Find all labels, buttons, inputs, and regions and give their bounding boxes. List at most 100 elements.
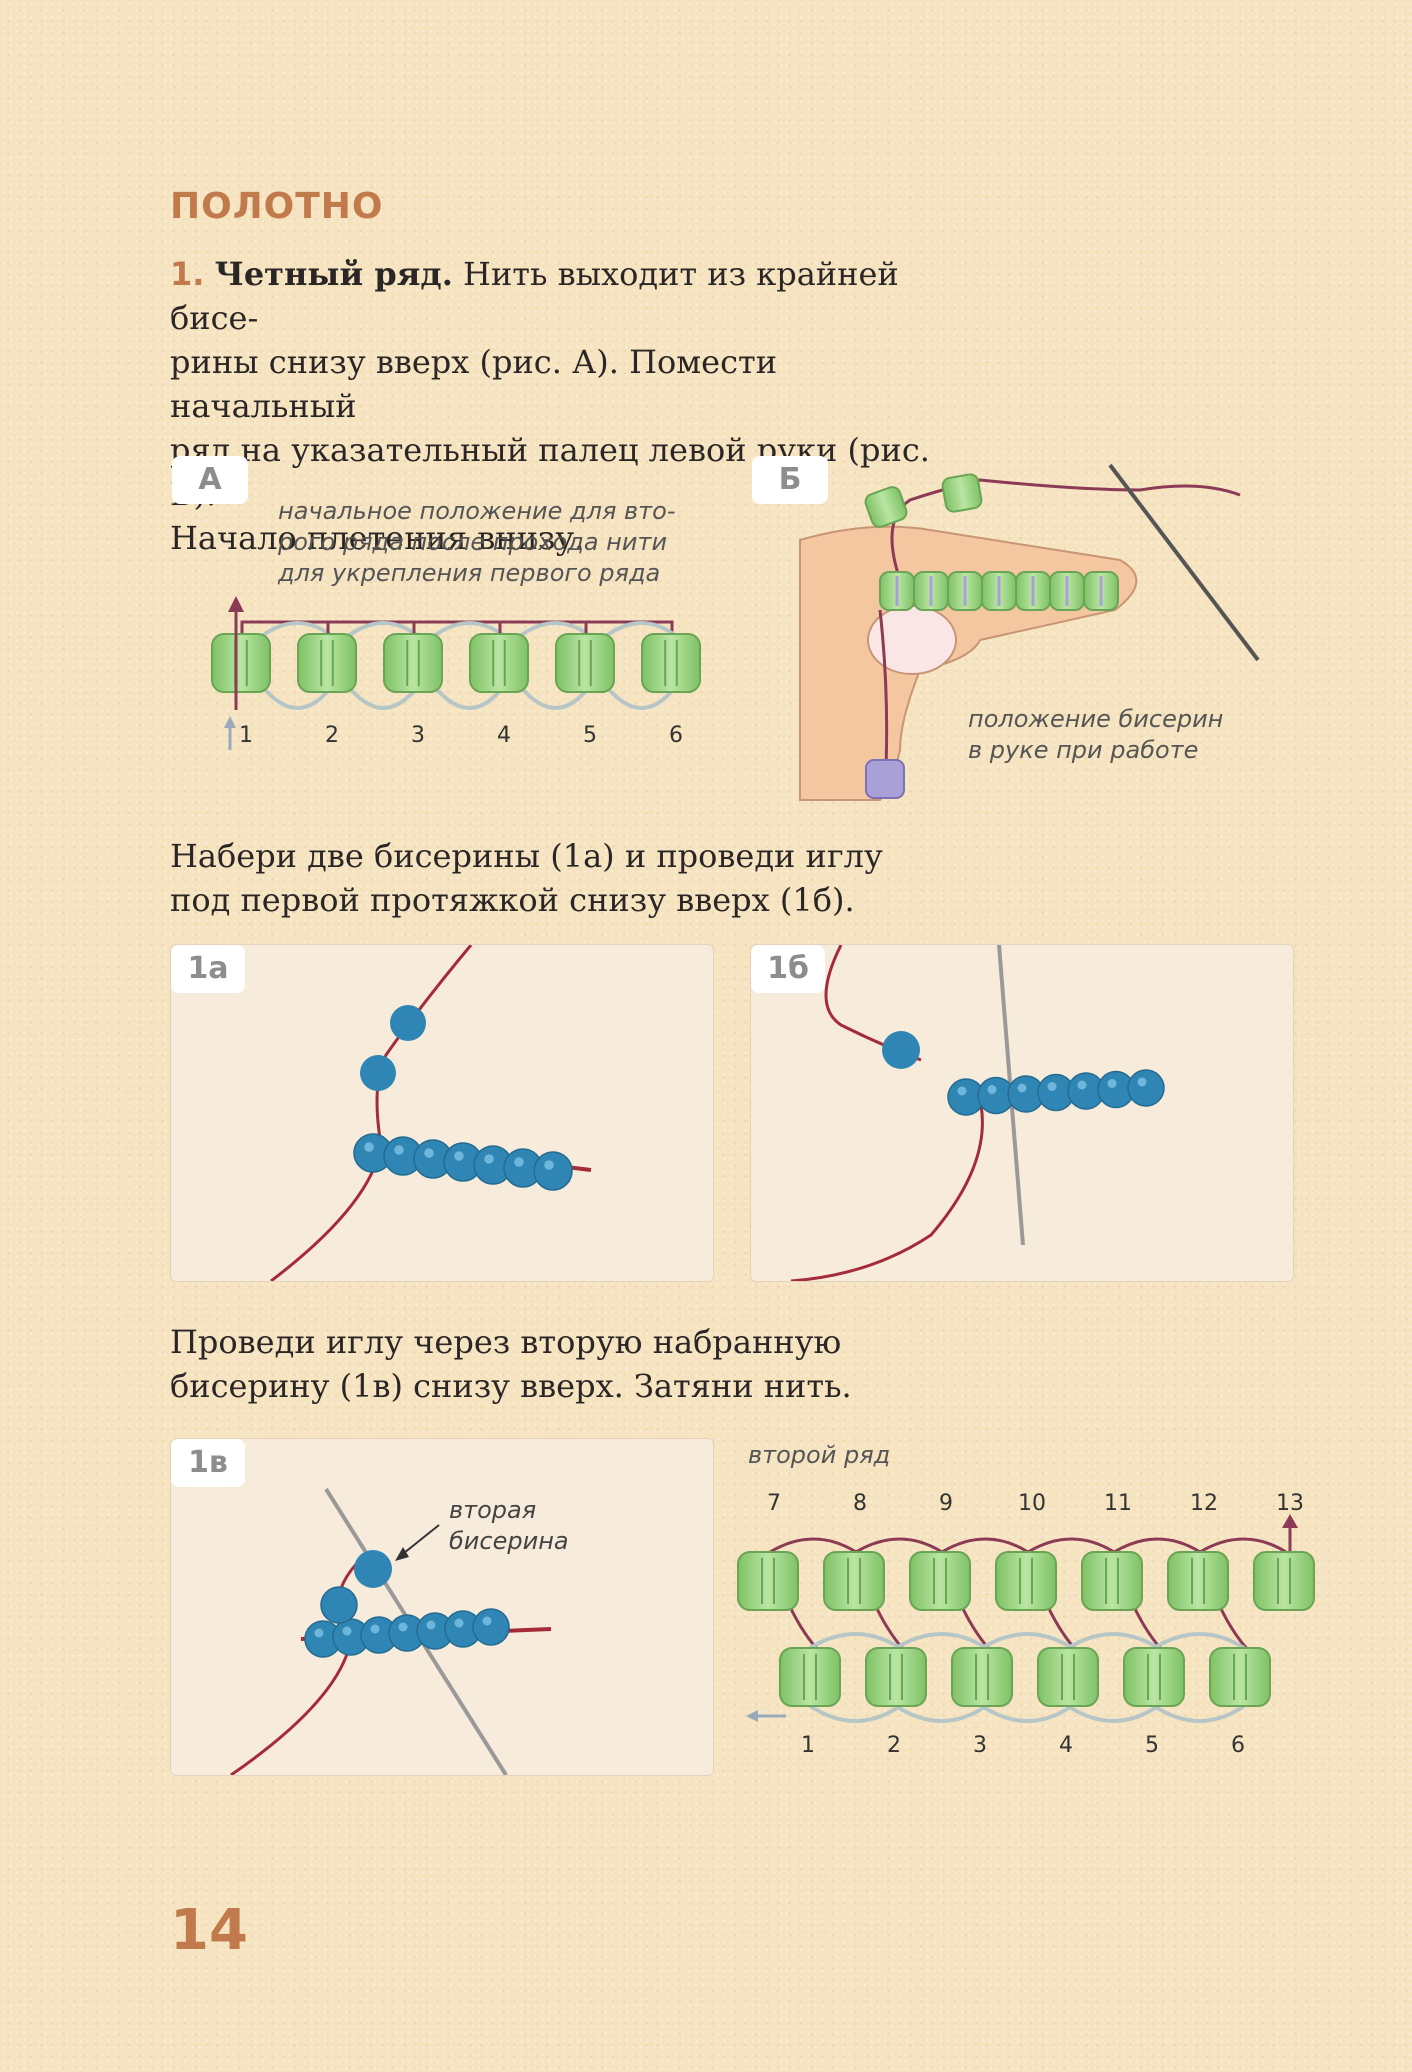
bead-highlight — [957, 1086, 967, 1096]
green-bead — [995, 1551, 1057, 1611]
bead-highlight — [1017, 1083, 1027, 1093]
thread-segment — [518, 621, 592, 638]
green-bead — [779, 1647, 841, 1707]
purple-bead — [865, 759, 905, 799]
green-bead — [909, 1551, 971, 1611]
blue-bead — [882, 1031, 920, 1069]
arrow-up-icon — [1282, 1514, 1298, 1528]
green-bead — [1123, 1647, 1185, 1707]
photo-1b-label: 1б — [751, 945, 825, 993]
fig-b-label: Б — [752, 456, 828, 504]
photo-1b-illustration — [790, 945, 1165, 1281]
bead-row — [353, 1133, 573, 1191]
bead-highlight — [314, 1628, 324, 1638]
photo-1v-note-line: вторая — [449, 1496, 537, 1524]
bead-number: 7 — [767, 1491, 781, 1516]
bead-row — [947, 1069, 1165, 1116]
bead-number: 5 — [583, 723, 597, 748]
paragraph-2-line: под первой протяжкой снизу вверх (1б). — [170, 881, 855, 919]
step1-text-2: рины снизу вверх (рис. А). Помести начал… — [170, 343, 778, 425]
bead-number: 10 — [1018, 1491, 1046, 1516]
paragraph-3-line: бисерину (1в) снизу вверх. Затяни нить. — [170, 1367, 852, 1405]
bead-number: 6 — [1231, 1733, 1245, 1758]
green-bead — [823, 1551, 885, 1611]
blue-bead — [1127, 1069, 1165, 1107]
photo-1a-label: 1а — [171, 945, 245, 993]
paragraph-3-line: Проведи иглу через вторую набранную — [170, 1323, 842, 1361]
thread-line — [270, 945, 473, 1281]
photo-1b: 1б — [750, 944, 1294, 1282]
blue-bead — [360, 1055, 396, 1091]
thread-segment — [808, 1632, 902, 1650]
paragraph-2-line: Набери две бисерины (1а) и проведи иглу — [170, 837, 883, 875]
step-heading: Четный ряд. — [214, 255, 453, 293]
thread-segment — [980, 1704, 1074, 1723]
thread-segment — [346, 621, 420, 638]
photo-1v-label: 1в — [171, 1439, 245, 1487]
photo-1v-note-line: бисерина — [449, 1527, 569, 1555]
second-row-beads — [737, 1551, 1315, 1707]
fig-a-note-line: начальное положение для вто- — [278, 497, 676, 525]
blue-bead — [472, 1608, 510, 1646]
needle-icon — [1108, 463, 1260, 662]
fig-a-threads — [240, 620, 678, 710]
thread-segment — [941, 1537, 1029, 1554]
blue-bead — [390, 1005, 426, 1041]
blue-bead — [320, 1586, 358, 1624]
thread-segment — [260, 684, 334, 710]
thread-segment — [260, 621, 334, 638]
bead-highlight — [987, 1085, 997, 1094]
thread-segment — [1152, 1632, 1246, 1650]
green-bead — [211, 633, 271, 693]
fig-a-note: начальное положение для вто- рого ряда п… — [278, 496, 675, 589]
thread-segment — [346, 684, 420, 710]
bead-highlight — [424, 1148, 434, 1158]
paragraph-2: Набери две бисерины (1а) и проведи иглу … — [170, 834, 930, 922]
bead-highlight — [398, 1622, 408, 1632]
bead-highlight — [514, 1157, 524, 1167]
fig-b-hand-diagram — [799, 463, 1260, 801]
thread-segment — [894, 1704, 988, 1723]
bead-highlight — [1077, 1080, 1087, 1090]
bead-row — [304, 1586, 510, 1658]
thread-segment — [1066, 1704, 1160, 1723]
thread-segment — [604, 684, 678, 710]
bead-highlight — [370, 1624, 380, 1634]
green-bead — [1253, 1551, 1315, 1611]
thread-segment — [432, 684, 506, 710]
bead-number: 11 — [1104, 1491, 1132, 1516]
bead-number: 5 — [1145, 1733, 1159, 1758]
bead-number: 3 — [411, 723, 425, 748]
bead-number: 1 — [801, 1733, 815, 1758]
thread-segment — [518, 684, 592, 710]
bead-highlight — [1047, 1082, 1057, 1091]
green-bead — [951, 1647, 1013, 1707]
page-number: 14 — [170, 1898, 248, 1963]
green-bead — [297, 633, 357, 693]
bead-number: 9 — [939, 1491, 953, 1516]
photo-1a: 1а — [170, 944, 714, 1282]
thread-segment — [1066, 1632, 1160, 1650]
bead-number: 1 — [239, 723, 253, 748]
bead-number: 4 — [497, 723, 511, 748]
blue-bead — [533, 1151, 573, 1191]
green-bead — [555, 633, 615, 693]
bead-highlight — [1137, 1077, 1147, 1087]
step1-paragraph: 1. Четный ряд. Нить выходит из крайней б… — [170, 252, 930, 560]
fig-b-note-line: положение бисерин — [968, 705, 1224, 733]
step-number: 1. — [170, 255, 205, 293]
bead-highlight — [426, 1620, 436, 1630]
thread-segment — [769, 1537, 857, 1554]
green-bead — [1081, 1551, 1143, 1611]
bead-number: 6 — [669, 723, 683, 748]
step1-line-1: 1. Четный ряд. Нить выходит из крайней б… — [170, 252, 930, 340]
green-bead — [865, 1647, 927, 1707]
bead-number: 4 — [1059, 1733, 1073, 1758]
step1-text-4: Начало плетения внизу. — [170, 519, 585, 557]
green-bead — [1037, 1647, 1099, 1707]
bead-highlight — [454, 1151, 464, 1161]
bead-highlight — [482, 1616, 492, 1626]
bead-highlight — [484, 1154, 494, 1164]
